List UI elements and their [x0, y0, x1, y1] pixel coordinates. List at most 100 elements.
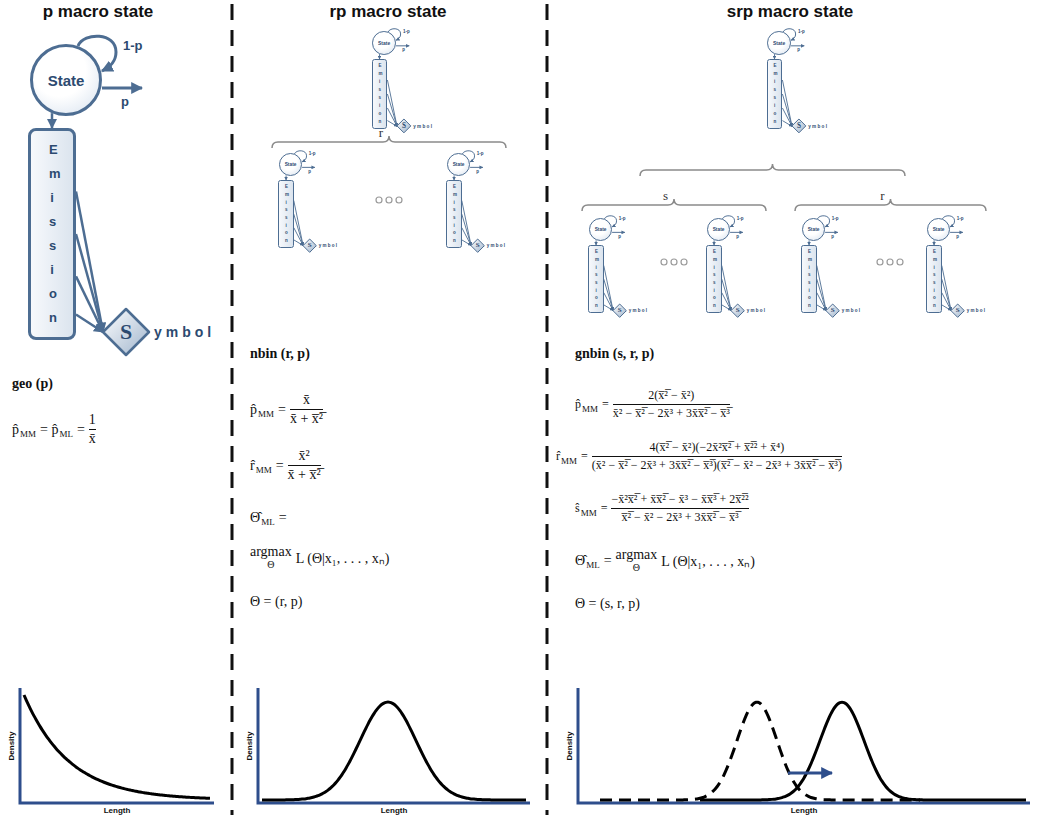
- formula-text: =: [604, 553, 612, 569]
- formula-text: geo (p): [12, 376, 53, 392]
- symbol-letter: S: [120, 321, 132, 343]
- formula-text: p̂: [575, 397, 581, 412]
- emission-label: Emission: [376, 62, 383, 125]
- emission-arrow: [942, 305, 951, 311]
- emission-arrow: [462, 228, 471, 246]
- denominator: x̅²̅ − x̄² − 2x̄³ + 3x̄x̅²̅ − x̅³̅: [621, 510, 738, 525]
- emission-arrow: [387, 80, 397, 126]
- formula-text: p̂: [250, 402, 257, 418]
- shift-arrow: [788, 772, 832, 775]
- plot-axes: [578, 688, 1030, 803]
- fraction: 2(x̅²̅ − x̄²)x̄² − x̅²̅ − 2x̄³ + 3x̄x̅²̅…: [613, 388, 730, 421]
- state-label: State: [453, 162, 465, 167]
- ellipsis-dot: [661, 259, 667, 265]
- formula-row: r̂MM=x̄²x̄ + x̅²̅: [250, 448, 321, 483]
- emission-arrow: [294, 214, 303, 245]
- formula-text: =: [276, 458, 284, 474]
- fraction: x̄²x̄ + x̅²̅: [288, 448, 321, 483]
- emission-arrow: [722, 266, 731, 311]
- formula-text: =: [77, 422, 85, 438]
- symbol-word: ymbol: [487, 243, 507, 248]
- emission-arrow: [942, 266, 951, 311]
- emission-arrow: [817, 279, 826, 310]
- symbol-word: ymbol: [319, 243, 339, 248]
- emission-box: Emission: [446, 180, 461, 248]
- emission-arrow: [294, 240, 303, 246]
- formula-row: Θ̂ML=argmaxΘL (Θ|x₁, . . . , xₙ): [575, 548, 755, 573]
- exit-arrow: [102, 87, 142, 90]
- emission-label: Emission: [931, 248, 938, 310]
- transition-probability: p: [121, 95, 129, 108]
- subscript: ML: [586, 560, 600, 570]
- brace: [272, 136, 506, 148]
- fraction-bar: [613, 404, 730, 405]
- transition-probability: p: [308, 170, 311, 175]
- exit-arrow: [396, 45, 409, 46]
- symbol-word: ymbol: [413, 124, 433, 129]
- ellipsis-dot: [877, 259, 883, 265]
- formula-text: =: [278, 402, 286, 418]
- operator-stack: argmaxΘ: [616, 548, 658, 573]
- emission-link: [51, 113, 54, 128]
- axis-label: Density: [565, 731, 574, 760]
- formula-text: r̂: [556, 449, 560, 464]
- brace-label: s: [663, 188, 668, 204]
- plot-axes: [258, 688, 530, 803]
- emission-arrow: [782, 80, 792, 126]
- fraction-bar: [288, 465, 321, 466]
- formula-text: Θ̂: [250, 510, 260, 526]
- emission-arrow: [604, 293, 613, 311]
- column-heading: p macro state: [43, 2, 154, 22]
- symbol-diamond: Symbol: [302, 238, 317, 253]
- transition-probability: p: [618, 235, 621, 240]
- state-label: State: [595, 227, 607, 232]
- axis-label: Density: [245, 731, 254, 760]
- transition-probability: p: [831, 235, 834, 240]
- symbol-letter: S: [308, 242, 312, 249]
- symbol-word: ymbol: [154, 324, 215, 340]
- subscript: MM: [258, 409, 274, 419]
- symbol-word: ymbol: [808, 124, 828, 129]
- formula-text: L (Θ|x₁, . . . , xₙ): [661, 551, 755, 570]
- symbol-letter: S: [797, 123, 801, 130]
- state-circle: State1-pp: [927, 218, 950, 241]
- fraction-bar: [290, 409, 323, 410]
- ellipsis-dot: [671, 259, 677, 265]
- emission-label: Emission: [806, 248, 813, 310]
- transition-probability: 1-p: [798, 30, 805, 35]
- formula-row: geo (p): [12, 376, 53, 392]
- brace-label: r: [379, 125, 383, 141]
- subscript: MM: [561, 456, 577, 466]
- formula-text: =: [601, 501, 608, 516]
- emission-box: Emission: [278, 180, 293, 248]
- symbol-word: ymbol: [629, 308, 649, 313]
- emission-arrow: [604, 279, 613, 310]
- emission-box: Emission: [706, 245, 721, 313]
- transition-probability: 1-p: [619, 217, 626, 222]
- emission-box: Emission: [801, 245, 816, 313]
- emission-box: Emission: [926, 245, 941, 313]
- symbol-letter: S: [476, 242, 480, 249]
- symbol-letter: S: [831, 307, 835, 314]
- emission-arrow: [942, 279, 951, 310]
- exit-arrow: [470, 167, 483, 168]
- formula-row: r̂MM=4(x̅²̅ − x̄²)(−2x̄²x̅²̅ + x̅²̅² + x…: [556, 440, 842, 473]
- symbol-word: ymbol: [747, 308, 767, 313]
- fraction: 1x̄: [89, 412, 96, 447]
- state-circle: State1-pp: [589, 218, 612, 241]
- emission-arrow: [462, 201, 471, 246]
- column-heading: rp macro state: [329, 2, 446, 22]
- density-curve: [700, 702, 1026, 800]
- transition-probability: 1-p: [123, 39, 143, 52]
- formula-text: = p̂: [40, 422, 58, 438]
- column-separator: [546, 4, 549, 815]
- formula-text: =: [602, 397, 609, 412]
- formula-row: gnbin (s, r, p): [575, 346, 654, 362]
- shifted-density-curve: [600, 702, 920, 800]
- exit-arrow: [825, 232, 838, 233]
- transition-probability: 1-p: [403, 30, 410, 35]
- emission-box: Emission: [28, 128, 76, 340]
- formula-row: Θ = (s, r, p): [575, 596, 640, 612]
- numerator: x̄²: [299, 448, 310, 464]
